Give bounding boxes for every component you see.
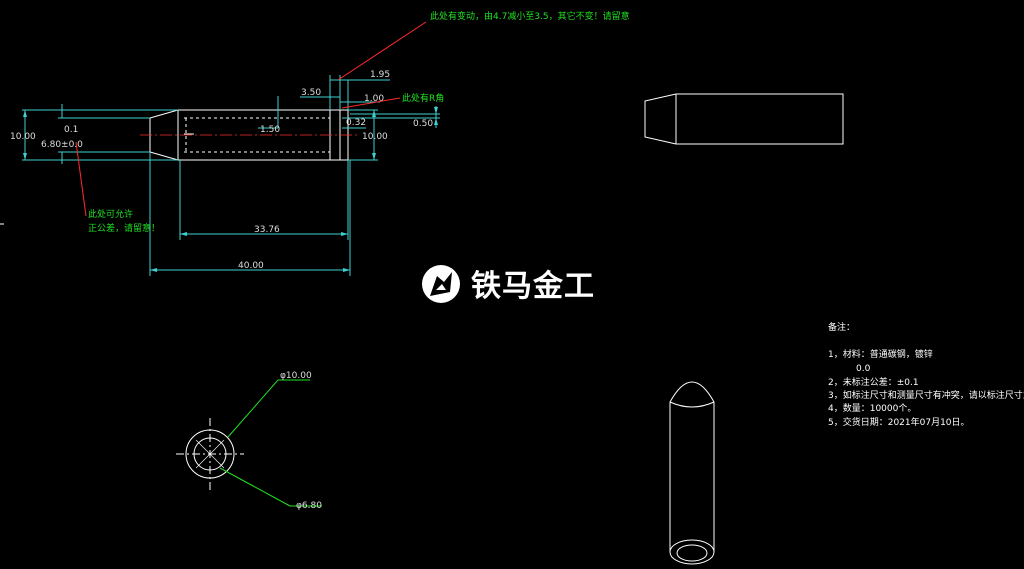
- dim-6-80: 6.80±0.0: [41, 140, 83, 150]
- remarks-item-1: 1，材料：普通碳钢，镀锌: [828, 348, 933, 360]
- front-view: 1.95 3.50 1.00 0.50 0.32 10.00 10.00 0.1…: [10, 10, 630, 276]
- front-view-dimension-lines: [22, 75, 440, 276]
- isometric-view: [669, 381, 715, 565]
- dim-1-50: 1.50: [260, 125, 280, 135]
- remarks-item-1b: 0.0: [856, 364, 871, 374]
- note-top-change: 此处有变动，由4.7减小至3.5，其它不变！请留意: [430, 10, 630, 22]
- dim-10-00-left: 10.00: [10, 132, 36, 142]
- dim-0-32: 0.32: [346, 118, 366, 128]
- dim-1-95: 1.95: [370, 70, 390, 80]
- front-view-hidden-bore: [184, 117, 330, 153]
- note-r-corner: 此处有R角: [402, 92, 444, 104]
- remarks-item-3: 3，如标注尺寸和测量尺寸有冲突，请以标注尺寸为准！: [828, 389, 1024, 401]
- remarks-block: 备注： 1，材料：普通碳钢，镀锌 0.0 2，未标注公差：±0.1 3，如标注尺…: [828, 321, 1024, 428]
- dim-40-00: 40.00: [238, 261, 264, 271]
- side-view-small: [644, 93, 844, 145]
- note-left-line1: 此处可允许: [88, 208, 133, 220]
- dim-1-00: 1.00: [364, 94, 384, 104]
- remarks-item-2: 2，未标注公差：±0.1: [828, 376, 919, 388]
- dim-33-76: 33.76: [254, 225, 280, 235]
- note-left-line2: 正公差，请留意！: [88, 222, 160, 234]
- dim-0-50: 0.50: [413, 119, 433, 129]
- remarks-item-5: 5，交货日期：2021年07月10日。: [828, 416, 970, 428]
- dim-diameter-outer: φ10.00: [280, 371, 312, 381]
- dim-3-50: 3.50: [301, 88, 321, 98]
- front-view-arrowheads: [23, 107, 438, 272]
- brand-logo-text: 铁马金工: [471, 269, 595, 304]
- front-view-note-leaders: [75, 21, 427, 217]
- remarks-item-4: 4，数量：10000个。: [828, 402, 916, 414]
- dim-0-1: 0.1: [64, 125, 78, 135]
- end-view: φ10.00 φ6.80: [176, 371, 322, 511]
- dim-diameter-inner: φ6.80: [296, 501, 322, 511]
- brand-logo: 铁马金工: [422, 265, 595, 304]
- dim-10-00-right: 10.00: [362, 132, 388, 142]
- remarks-heading: 备注：: [828, 321, 855, 333]
